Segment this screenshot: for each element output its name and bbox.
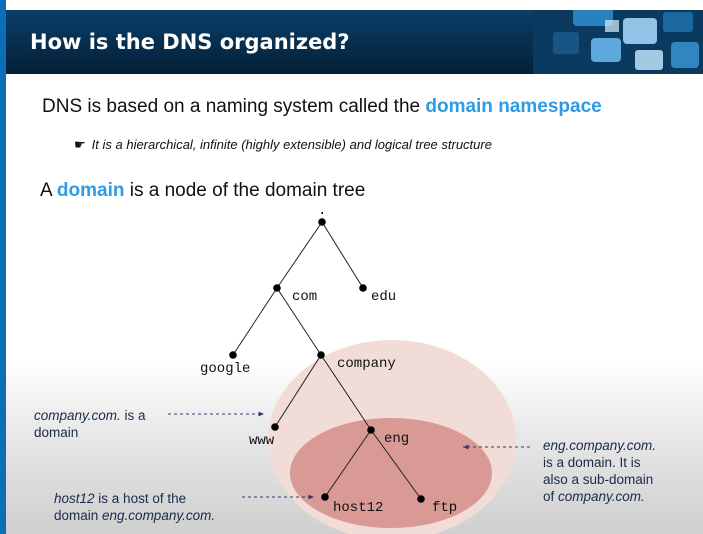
domain-highlight: domain xyxy=(56,180,125,201)
title-bar: How is the DNS organized? xyxy=(6,10,703,74)
host12-annotation-domain: eng.company.com. xyxy=(102,508,216,523)
label-ftp: ftp xyxy=(432,500,457,516)
label-com: com xyxy=(292,289,317,305)
pointing-hand-icon: ☛ xyxy=(74,137,86,152)
label-google: google xyxy=(200,361,250,377)
label-host12: host12 xyxy=(333,500,383,516)
slide-left-border xyxy=(0,0,6,534)
intro-prefix: DNS is based on a naming system called t… xyxy=(42,96,426,117)
edge-eng-host12 xyxy=(324,429,372,498)
node-com xyxy=(273,284,281,292)
domain-line-suffix: is a node of the domain tree xyxy=(124,180,366,201)
edge-root-edu xyxy=(321,221,364,289)
title-decoration-graphic xyxy=(533,10,703,74)
edge-company-www xyxy=(274,354,322,428)
host12-annotation: host12 is a host of the domain eng.compa… xyxy=(54,490,215,524)
node-company xyxy=(317,351,325,359)
node-google xyxy=(229,351,237,359)
edge-company-eng xyxy=(320,354,372,431)
node-edu xyxy=(359,284,367,292)
edge-com-google xyxy=(232,287,278,356)
eng-annotation: eng.company.com. is a domain. It is also… xyxy=(543,437,656,505)
node-root xyxy=(318,218,326,226)
company-annotation-domain: company.com. xyxy=(34,408,121,423)
eng-annotation-line3: also a sub-domain xyxy=(543,472,654,487)
company-annotation-line2: domain xyxy=(34,425,79,440)
host12-annotation-prefix: domain xyxy=(54,508,103,523)
bullet-text: It is a hierarchical, infinite (highly e… xyxy=(91,137,492,152)
edge-root-com xyxy=(276,221,323,289)
eng-domain-ellipse xyxy=(290,418,492,528)
node-ftp xyxy=(417,495,425,503)
node-host12 xyxy=(321,493,329,501)
node-www xyxy=(271,423,279,431)
eng-annotation-parent: company.com. xyxy=(558,489,645,504)
label-www: www xyxy=(249,433,275,449)
label-company: company xyxy=(337,356,396,372)
company-annotation-rest: is a xyxy=(120,408,146,423)
eng-annotation-prefix: of xyxy=(543,489,559,504)
host12-annotation-rest: is a host of the xyxy=(94,491,187,506)
eng-annotation-domain: eng.company.com. xyxy=(543,438,657,453)
intro-text: DNS is based on a naming system called t… xyxy=(42,96,602,118)
eng-annotation-line2: is a domain. It is xyxy=(543,455,641,470)
domain-namespace-highlight: domain namespace xyxy=(425,96,602,117)
edge-eng-ftp xyxy=(370,429,422,500)
tree-edges xyxy=(232,221,422,500)
domain-definition-text: A domain is a node of the domain tree xyxy=(40,180,365,202)
company-annotation: company.com. is a domain xyxy=(34,407,146,441)
page-title: How is the DNS organized? xyxy=(30,30,350,54)
label-root: . xyxy=(318,203,326,219)
domain-line-prefix: A xyxy=(40,180,57,201)
edge-com-company xyxy=(276,287,322,356)
label-eng: eng xyxy=(384,431,409,447)
host12-annotation-host: host12 xyxy=(54,491,95,506)
label-edu: edu xyxy=(371,289,396,305)
node-eng xyxy=(367,426,375,434)
bullet-item: ☛ It is a hierarchical, infinite (highly … xyxy=(74,137,492,153)
